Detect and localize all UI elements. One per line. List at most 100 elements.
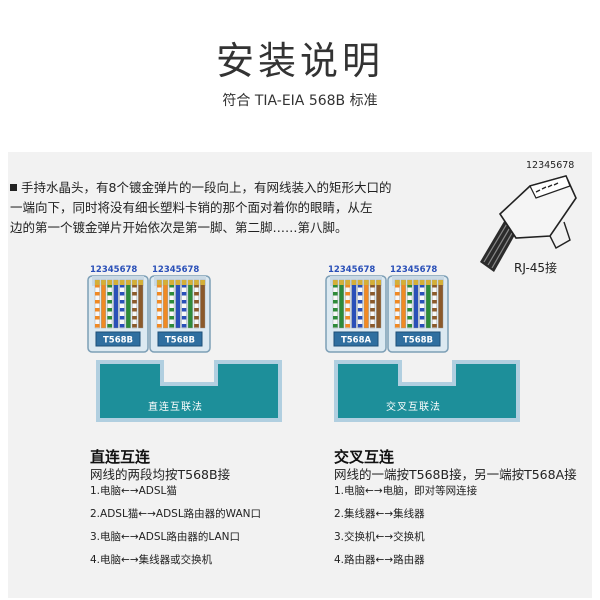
wire-stripe [407, 284, 412, 288]
wire [413, 279, 419, 329]
wire-stripe [119, 308, 125, 312]
plug-straight-right: T568B [149, 275, 211, 353]
wire-stripe [157, 284, 162, 288]
plug-label: T568B [103, 336, 133, 346]
plug-crossover-left: T568A [325, 275, 387, 353]
wire-stripe [181, 300, 187, 304]
gold-contact-icon [101, 280, 106, 285]
wire-stripe [357, 292, 363, 296]
wire-stripe [132, 300, 137, 304]
wire-stripe [419, 300, 425, 304]
gold-contact-icon [376, 280, 381, 285]
gold-contact-icon [370, 280, 375, 285]
gold-contact-icon [194, 280, 199, 285]
wire [101, 279, 107, 329]
straight-cable-band [96, 360, 282, 422]
wire-stripe [345, 284, 350, 288]
rj45-pin-numbers: 12345678 [526, 160, 574, 171]
wire [401, 279, 407, 329]
wire-stripe [169, 316, 174, 320]
wire-stripe [95, 316, 100, 320]
wire-stripe [419, 292, 425, 296]
gold-contact-icon [175, 280, 181, 285]
wire-stripe [157, 308, 162, 312]
pin-numbers-right-b: 12345678 [390, 265, 437, 275]
gold-contact-icon [163, 280, 168, 285]
wire-stripe [370, 284, 375, 288]
plug-label: T568B [165, 336, 195, 346]
gold-contact-icon [351, 280, 357, 285]
wire-stripe [169, 300, 174, 304]
wire [125, 279, 131, 329]
wire-stripe [157, 316, 162, 320]
wire-stripe [419, 308, 425, 312]
gold-contact-icon [419, 280, 425, 285]
wiring-diagrams: 12345678 12345678 直连互联法 T568B T568B 1234… [87, 265, 520, 422]
wire-stripe [95, 292, 100, 296]
wire-stripe [95, 300, 100, 304]
gold-contact-icon [181, 280, 187, 285]
wire-stripe [432, 300, 437, 304]
gold-contact-icon [401, 280, 406, 285]
wire-stripe [345, 308, 350, 312]
gold-contact-icon [188, 280, 193, 285]
wire-stripe [95, 284, 100, 288]
wire-stripe [181, 316, 187, 320]
wire-stripe [119, 284, 125, 288]
gold-contact-icon [333, 280, 338, 285]
list-item: 3.电脑←→ADSL路由器的LAN口 [90, 531, 241, 543]
wire-stripe [107, 308, 112, 312]
gold-contact-icon [200, 280, 205, 285]
wire-stripe [181, 284, 187, 288]
bullet-square-icon [10, 184, 17, 191]
wire [438, 279, 444, 329]
crossover-use-list: 1.电脑←→电脑，即对等网连接 2.集线器←→集线器 3.交换机←→交换机 4.… [334, 480, 477, 572]
wire-stripe [333, 308, 338, 312]
wire-stripe [419, 324, 425, 328]
straight-section-title: 直连互连 [90, 448, 151, 466]
wire-stripe [345, 324, 350, 328]
wire-stripe [169, 324, 174, 328]
wire-stripe [157, 292, 162, 296]
wire-stripe [407, 292, 412, 296]
instruction-line-2: 一端向下，同时将没有细长塑料卡销的那个面对着你的眼睛，从左 [10, 200, 373, 215]
wire-stripe [345, 300, 350, 304]
wire-stripe [395, 324, 400, 328]
wire-stripe [169, 308, 174, 312]
wire-stripe [333, 324, 338, 328]
rj45-latch-icon [549, 221, 571, 249]
wire-stripe [119, 316, 125, 320]
wire-stripe [432, 292, 437, 296]
plug-label-box [333, 331, 379, 347]
crossover-section-title: 交叉互连 [334, 448, 395, 466]
wire-stripe [407, 316, 412, 320]
wire [339, 279, 345, 329]
wire-stripe [395, 316, 400, 320]
gold-contact-icon [364, 280, 369, 285]
gold-contact-icon [132, 280, 137, 285]
gold-contact-icon [113, 280, 119, 285]
wire-stripe [132, 284, 137, 288]
page-subtitle: 符合 TIA-EIA 568B 标准 [222, 93, 378, 109]
plug-straight-left: T568B [87, 275, 149, 353]
wire-stripe [119, 300, 125, 304]
wire-stripe [357, 284, 363, 288]
wire-stripe [333, 316, 338, 320]
wire-stripe [194, 316, 199, 320]
wire-stripe [407, 300, 412, 304]
wire [187, 279, 193, 329]
wire [351, 279, 357, 329]
crossover-diagram: 12345678 12345678 交叉互联法 T568A T568B [325, 265, 520, 422]
gold-contact-icon [107, 280, 112, 285]
gold-contact-icon [407, 280, 412, 285]
wire [200, 279, 206, 329]
pin-numbers-left-a: 12345678 [90, 265, 137, 275]
wire-stripe [419, 316, 425, 320]
wire-stripe [357, 324, 363, 328]
wire [162, 279, 168, 329]
wire [376, 279, 382, 329]
wire-stripe [132, 308, 137, 312]
gold-contact-icon [95, 280, 100, 285]
page-title: 安装说明 [215, 39, 384, 83]
gold-contact-icon [357, 280, 363, 285]
